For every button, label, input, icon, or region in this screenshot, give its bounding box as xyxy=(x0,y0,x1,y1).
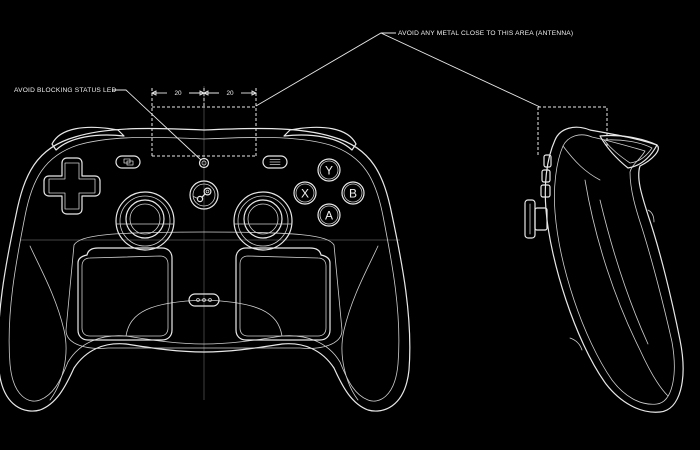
side-notch-2 xyxy=(647,209,655,223)
menu-icon xyxy=(269,159,281,165)
y-button[interactable]: Y xyxy=(317,158,341,182)
x-button-label: X xyxy=(301,187,309,201)
left-grip-contour xyxy=(29,245,67,401)
steam-logo-icon xyxy=(193,187,212,203)
side-trigger-inner xyxy=(603,139,653,164)
right-trackpad[interactable] xyxy=(235,247,331,341)
side-grip-contour-2 xyxy=(599,199,649,345)
antenna-annotation: AVOID ANY METAL CLOSE TO THIS AREA (ANTE… xyxy=(398,30,573,37)
controller-front-view: Y X B A xyxy=(0,126,411,412)
led-callout: AVOID BLOCKING STATUS LED xyxy=(14,87,202,161)
controller-body-outline xyxy=(0,127,411,412)
right-thumbstick[interactable] xyxy=(233,191,293,251)
center-port xyxy=(188,293,220,307)
dimension-callout: 20 20 xyxy=(150,88,258,157)
view-button[interactable] xyxy=(115,155,141,169)
side-buttons xyxy=(540,154,552,198)
side-body-inner xyxy=(553,134,675,405)
controller-side-view xyxy=(524,106,684,413)
led-indicator-icon xyxy=(198,157,210,169)
side-notch xyxy=(569,337,583,351)
a-button-label: A xyxy=(325,209,333,223)
left-thumbstick[interactable] xyxy=(115,191,175,251)
view-icon xyxy=(123,158,134,166)
left-dimension-label: 20 xyxy=(174,90,182,97)
a-button[interactable]: A xyxy=(317,203,341,227)
y-button-label: Y xyxy=(325,164,333,178)
left-bumper xyxy=(51,126,125,151)
right-bumper xyxy=(283,126,357,151)
steam-button[interactable] xyxy=(189,180,219,210)
b-button[interactable]: B xyxy=(341,181,365,205)
antenna-callout: AVOID ANY METAL CLOSE TO THIS AREA (ANTE… xyxy=(255,30,573,108)
side-trigger xyxy=(599,134,658,169)
construction-guides xyxy=(20,86,400,400)
dpad-icon xyxy=(43,157,101,215)
x-button[interactable]: X xyxy=(293,181,317,205)
side-body-outline xyxy=(544,126,684,413)
lower-center-contour xyxy=(125,299,283,337)
side-grip-contour xyxy=(584,179,669,397)
side-thumbstick xyxy=(524,199,548,239)
b-button-label: B xyxy=(349,187,357,201)
right-grip-contour xyxy=(341,245,379,401)
menu-button[interactable] xyxy=(262,155,288,169)
left-trackpad[interactable] xyxy=(77,247,173,341)
side-ridge xyxy=(562,145,601,181)
face-buttons: Y X B A xyxy=(293,158,365,227)
right-dimension-label: 20 xyxy=(226,90,234,97)
led-annotation: AVOID BLOCKING STATUS LED xyxy=(14,87,116,94)
